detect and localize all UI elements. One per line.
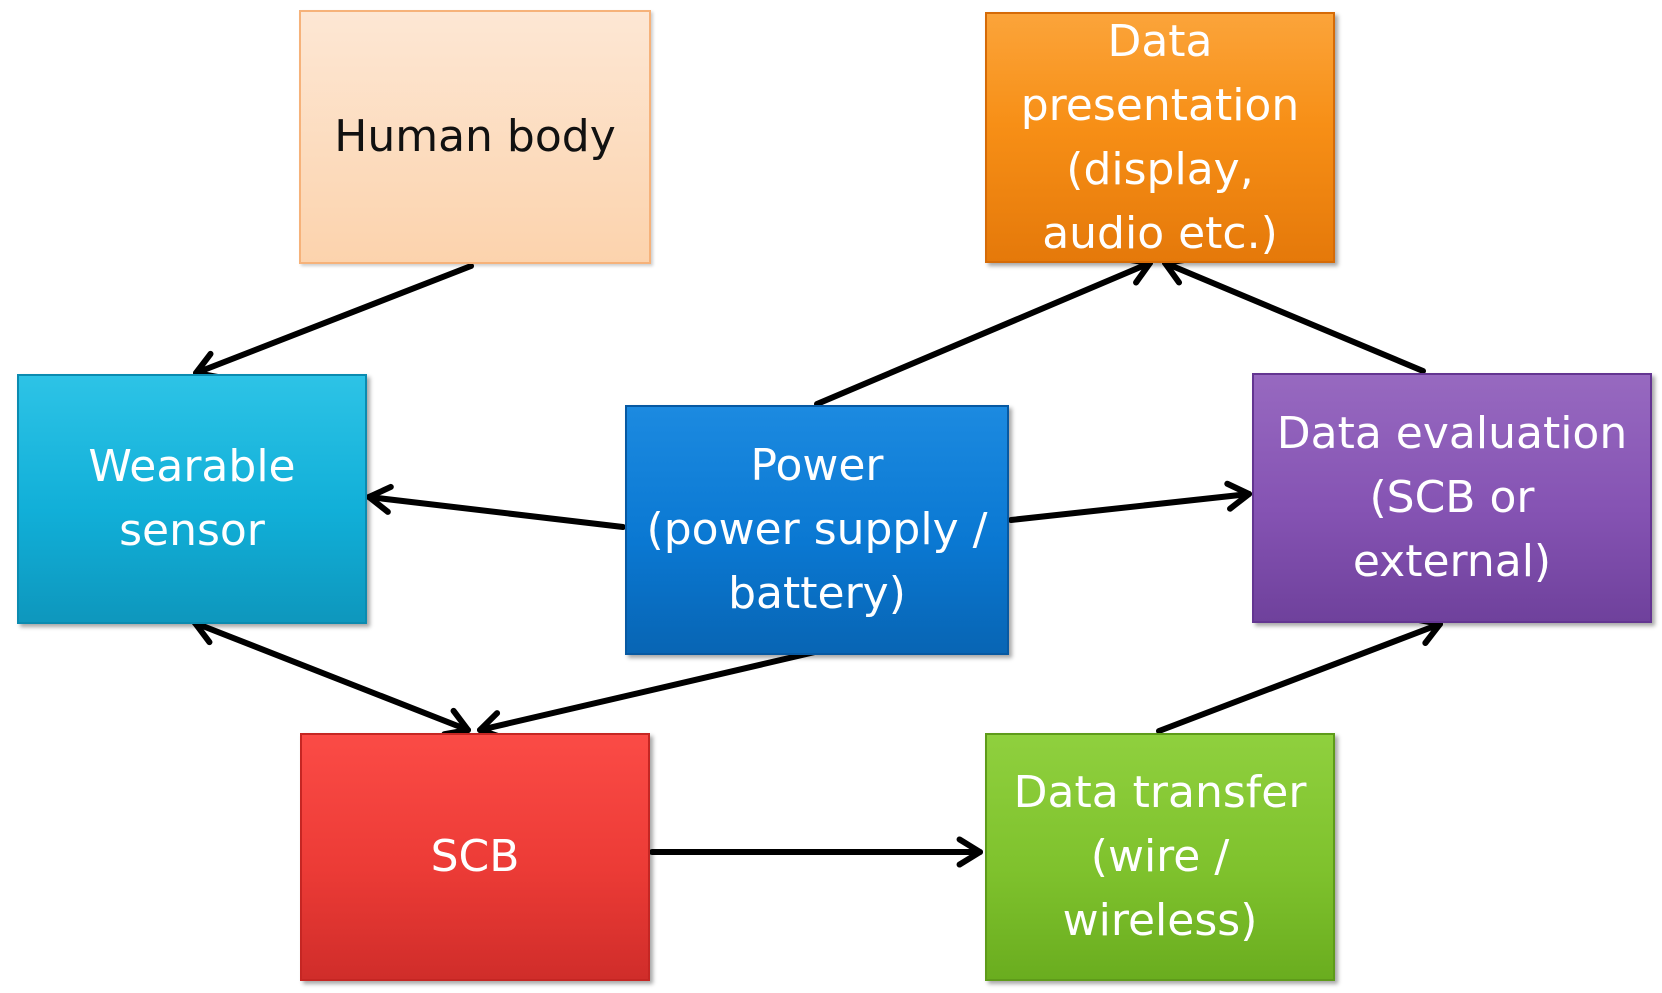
- arrow-data-transfer-to-data-evaluation: [1156, 621, 1443, 734]
- arrow-power-to-wearable-sensor: [366, 494, 626, 530]
- data-presentation-label-line: Data: [1107, 15, 1213, 67]
- human-body-box: Human body: [299, 10, 651, 264]
- arrow-power-to-data-presentation: [814, 260, 1153, 407]
- data-presentation-label-line: (display,: [1066, 143, 1254, 195]
- arrow-data-evaluation-to-data-presentation: [1162, 260, 1426, 374]
- scb-label: SCB: [431, 825, 520, 889]
- arrow-power-to-wearable-sensor-head: [366, 483, 394, 515]
- data-evaluation-box: Data evaluation (SCB or external): [1252, 373, 1652, 623]
- arrow-scb-to-data-transfer-head: [956, 836, 983, 868]
- data-presentation-label-line: audio etc.): [1042, 207, 1278, 259]
- data-presentation-label-line: presentation: [1020, 79, 1300, 131]
- data-presentation-box: Data presentation (display, audio etc.): [985, 12, 1335, 263]
- arrow-power-to-scb: [477, 649, 818, 733]
- data-transfer-box: Data transfer (wire / wireless): [985, 733, 1335, 981]
- wearable-sensor-label-line: sensor: [119, 505, 265, 556]
- power-label-line: battery): [728, 568, 906, 619]
- wearable-sensor-box: Wearable sensor: [17, 374, 367, 624]
- scb-box: SCB: [300, 733, 650, 981]
- human-body-label-line: Human body: [334, 111, 616, 162]
- data-evaluation-label: Data evaluation (SCB or external): [1277, 402, 1627, 594]
- arrow-wearable-sensor-to-scb: [192, 620, 471, 733]
- data-evaluation-label-line: external): [1352, 536, 1552, 587]
- data-transfer-label-line: Data transfer: [1013, 767, 1307, 818]
- wearable-sensor-label-line: Wearable: [88, 441, 296, 492]
- power-box: Power (power supply / battery): [625, 405, 1009, 655]
- power-label: Power (power supply / battery): [647, 434, 988, 626]
- power-label-line: (power supply /: [646, 504, 988, 555]
- arrow-power-to-data-evaluation: [1008, 491, 1252, 523]
- data-transfer-label: Data transfer (wire / wireless): [1014, 761, 1307, 953]
- data-presentation-label: Data presentation (display, audio etc.): [1021, 10, 1300, 266]
- power-label-line: Power: [750, 440, 884, 491]
- scb-label-line: SCB: [430, 831, 520, 882]
- human-body-label: Human body: [334, 105, 616, 169]
- data-transfer-label-line: wireless): [1062, 895, 1258, 946]
- data-transfer-label-line: (wire /: [1090, 831, 1230, 882]
- arrow-human-body-to-wearable-sensor: [193, 263, 474, 376]
- data-evaluation-label-line: (SCB or: [1369, 472, 1535, 523]
- wearable-sensor-label: Wearable sensor: [88, 435, 295, 563]
- data-evaluation-label-line: Data evaluation: [1276, 408, 1628, 459]
- arrow-wearable-sensor-to-scb-head: [441, 707, 471, 738]
- arrow-power-to-data-evaluation-head: [1224, 480, 1252, 512]
